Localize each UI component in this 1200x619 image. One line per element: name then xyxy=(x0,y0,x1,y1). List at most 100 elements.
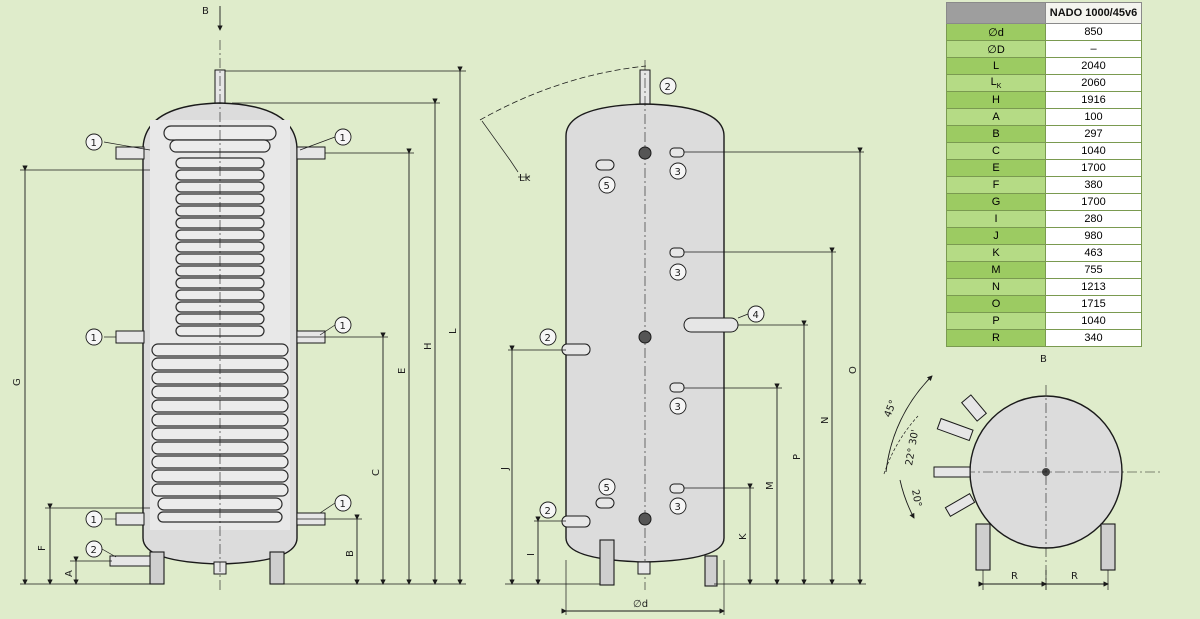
dimension-value: 2060 xyxy=(1045,74,1142,92)
sensor-sleeve xyxy=(595,159,615,171)
callout-marker: 1 xyxy=(334,128,352,146)
table-header-blank xyxy=(946,2,1046,24)
callout-marker: 1 xyxy=(85,510,103,528)
dimension-value: 1040 xyxy=(1045,312,1142,330)
pipe-stub xyxy=(109,555,151,567)
callout-marker: 3 xyxy=(669,497,687,515)
callout-marker: 5 xyxy=(598,176,616,194)
dimension-label: A xyxy=(946,108,1046,126)
dimension-label: LK xyxy=(946,74,1046,92)
dim-label-n: N xyxy=(820,417,831,424)
svg-text:2: 2 xyxy=(545,333,551,344)
pipe-stub xyxy=(115,146,145,160)
dimension-value: 100 xyxy=(1045,108,1142,126)
dim-label-o: O xyxy=(848,366,859,374)
svg-text:3: 3 xyxy=(675,268,681,279)
svg-text:2: 2 xyxy=(545,506,551,517)
dimension-value: 463 xyxy=(1045,244,1142,262)
dim-label-j: J xyxy=(500,467,511,471)
svg-text:4: 4 xyxy=(753,310,759,321)
dim-label-f: F xyxy=(37,545,48,551)
svg-text:2: 2 xyxy=(665,82,671,93)
pipe-stub xyxy=(561,515,591,528)
dimension-value: 1700 xyxy=(1045,159,1142,177)
angle-label-22-30: 22° 30' xyxy=(904,429,921,467)
callout-marker: 5 xyxy=(598,478,616,496)
svg-text:1: 1 xyxy=(91,333,97,344)
pipe-stub xyxy=(115,330,145,344)
svg-text:5: 5 xyxy=(604,181,610,192)
dimension-value: 1213 xyxy=(1045,278,1142,296)
sensor-sleeve xyxy=(669,382,685,393)
dimension-label: B xyxy=(946,125,1046,143)
inspection-port xyxy=(638,146,652,160)
foot xyxy=(269,551,285,585)
dimension-label: L xyxy=(946,57,1046,75)
dimension-value: 2040 xyxy=(1045,57,1142,75)
svg-text:1: 1 xyxy=(340,133,346,144)
dimension-value: 755 xyxy=(1045,261,1142,279)
dimension-label: R xyxy=(946,329,1046,347)
dimension-value: 1916 xyxy=(1045,91,1142,109)
pipe-stub xyxy=(296,146,326,160)
dimension-label: ∅d xyxy=(946,23,1046,41)
callout-marker: 3 xyxy=(669,263,687,281)
dimension-label: G xyxy=(946,193,1046,211)
callout-marker: 1 xyxy=(85,133,103,151)
dimension-label: O xyxy=(946,295,1046,313)
dim-label-c: C xyxy=(371,469,382,476)
svg-text:3: 3 xyxy=(675,167,681,178)
pipe-stub xyxy=(115,512,145,526)
callout-marker: 3 xyxy=(669,397,687,415)
svg-text:1: 1 xyxy=(91,138,97,149)
callout-marker: 3 xyxy=(669,162,687,180)
radius-label: R xyxy=(1071,571,1078,582)
svg-text:1: 1 xyxy=(340,499,346,510)
inspection-port xyxy=(638,512,652,526)
dimension-value: 297 xyxy=(1045,125,1142,143)
foot xyxy=(599,539,615,586)
pipe-stub xyxy=(944,492,976,518)
dim-label-a: A xyxy=(64,570,75,577)
table-header-row: NADO 1000/45v6 xyxy=(946,2,1142,24)
sensor-sleeve xyxy=(669,483,685,494)
table-row: ∅D– xyxy=(946,40,1142,58)
side-view: Lk 2 3 3 3 3 5 5 4 2 2 xyxy=(479,60,866,615)
dimension-label: H xyxy=(946,91,1046,109)
dimension-value: 1040 xyxy=(1045,142,1142,160)
dimension-label: ∅D xyxy=(946,40,1046,58)
pipe-stub xyxy=(933,466,971,478)
dim-label-e: E xyxy=(397,368,408,374)
radius-label: R xyxy=(1011,571,1018,582)
callout-marker: 2 xyxy=(539,501,557,519)
dimension-value: 340 xyxy=(1045,329,1142,347)
top-view-label: B xyxy=(1040,354,1047,365)
pipe-stub xyxy=(936,417,974,442)
foot xyxy=(149,551,165,585)
dimension-label: K xyxy=(946,244,1046,262)
foot xyxy=(975,523,991,571)
sensor-sleeve xyxy=(669,147,685,158)
foot xyxy=(704,555,718,587)
dim-label-g: G xyxy=(12,378,23,386)
svg-text:3: 3 xyxy=(675,502,681,513)
angle-label-20: 20° xyxy=(909,489,923,508)
dimension-value: 1700 xyxy=(1045,193,1142,211)
pipe-stub xyxy=(960,394,988,422)
angle-label-45: 45° xyxy=(883,399,900,420)
dimension-label: E xyxy=(946,159,1046,177)
svg-text:5: 5 xyxy=(604,483,610,494)
